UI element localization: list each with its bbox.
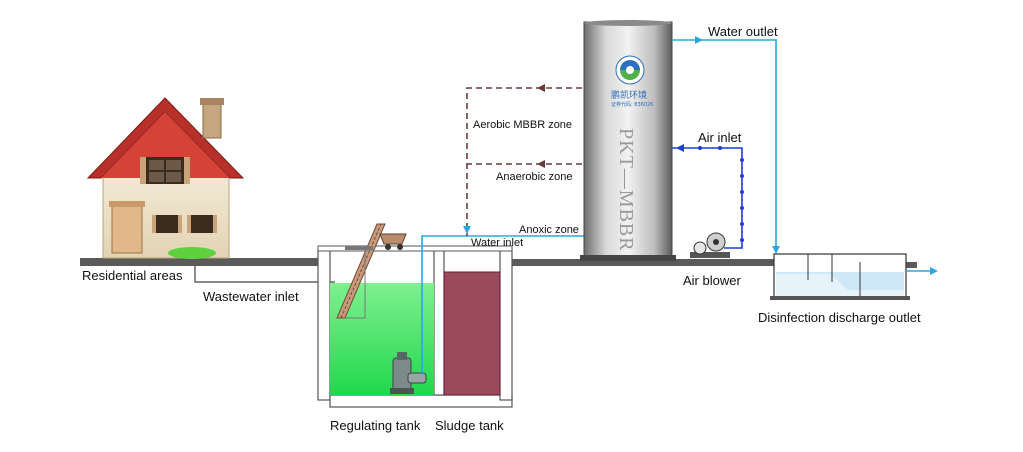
label-air-inlet: Air inlet (698, 130, 742, 145)
water-feed-pipe (421, 235, 592, 375)
label-air-blower: Air blower (683, 273, 741, 288)
ground-line (80, 258, 917, 268)
label-anaerobic-zone: Anaerobic zone (496, 171, 572, 183)
label-disinfection: Disinfection discharge outlet (758, 310, 921, 325)
outlet-arrow-icon (772, 246, 780, 254)
label-water-inlet: Water inlet (471, 237, 523, 249)
label-aerobic-zone: Aerobic MBBR zone (473, 119, 572, 131)
return-arrow-icon (537, 84, 545, 92)
label-anoxic-zone: Anoxic zone (519, 224, 579, 236)
logo-text: 鹏凯环境 (611, 89, 647, 101)
air-arrow-icon (676, 144, 684, 152)
water-outlet-pipe (672, 39, 777, 252)
wastewater-inlet-pipe (194, 266, 335, 283)
disinfection-tank (770, 253, 910, 300)
discharge-arrow-icon (930, 267, 938, 275)
return-arrow-icon (463, 226, 471, 234)
sludge-tank-fill (443, 271, 501, 396)
label-residential: Residential areas (82, 268, 183, 283)
air-inlet-pipe (672, 147, 743, 249)
outlet-arrow-icon (695, 36, 703, 44)
return-arrow-icon (537, 160, 545, 168)
pump-icon (390, 352, 427, 394)
tower-name: PKT—MBBR (615, 128, 637, 252)
air-pipe-beads (698, 146, 744, 242)
screw-conveyor (336, 223, 386, 319)
return-line (466, 87, 592, 236)
house-icon (86, 97, 245, 259)
label-water-outlet: Water outlet (708, 24, 778, 39)
company-logo-icon: 鹏凯环境 证券代码: 836026 (611, 55, 653, 108)
label-regulating-tank: Regulating tank (330, 418, 421, 433)
tank-structure (317, 245, 513, 408)
label-sludge-tank: Sludge tank (435, 418, 504, 433)
air-blower-icon (690, 232, 730, 258)
logo-sub-text: 证券代码: 836026 (611, 101, 653, 108)
label-wastewater-inlet: Wastewater inlet (203, 289, 299, 304)
sludge-cart-icon (379, 233, 407, 250)
